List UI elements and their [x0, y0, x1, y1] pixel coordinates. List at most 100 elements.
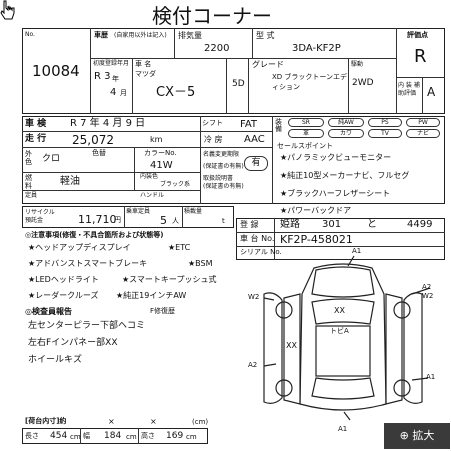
damage-mark: W2	[422, 292, 434, 300]
color-code: 41W	[150, 160, 173, 171]
color-label: 外色	[25, 150, 32, 166]
model-value: 3DA-KF2P	[292, 43, 341, 54]
lot-label: No.	[25, 31, 35, 38]
width-label: 幅	[83, 432, 90, 440]
drive-label: 駆動	[351, 61, 364, 68]
inspector-label: ◎検査員報告	[25, 307, 72, 316]
sales-point: ★ブラックハーフレザーシート	[280, 189, 391, 198]
width-value: 184	[104, 431, 122, 441]
color-sub-label: 色替	[92, 149, 106, 157]
auction-sheet: 検付コーナー No. 10084 車歴 (自家用以外は記入) 排気量 2200 …	[22, 6, 445, 448]
interior-color-label: 内装色	[140, 173, 159, 180]
height-value: 169	[166, 431, 184, 441]
registration-block	[236, 218, 445, 260]
chassis-label: 車 台 No.	[240, 234, 275, 243]
transfer-has: 有	[251, 158, 261, 168]
remark: ★LEDヘッドライト	[28, 275, 99, 284]
first-reg-label: 初度登録年月	[93, 60, 130, 67]
body-label: 車歴	[94, 31, 108, 39]
load-label: 積載量	[184, 208, 203, 215]
zoom-button[interactable]: ⊕ 拡大	[384, 423, 450, 449]
manual-note: (保証書の有無)	[203, 183, 244, 190]
car-damage-diagram	[263, 255, 431, 421]
inspector-note: F修復歴	[150, 307, 176, 315]
seats-unit: 人	[172, 217, 179, 225]
option-pw: PW	[406, 118, 440, 127]
remark: ★ETC	[168, 243, 191, 252]
transfer-note: (保証書の有無)	[203, 163, 244, 170]
cargo-unit: (cm)	[192, 418, 209, 426]
damage-mark: A2	[248, 361, 258, 369]
recycle-unit: 円	[114, 216, 121, 224]
spec-block	[22, 116, 445, 204]
page-title: 検付コーナー	[152, 4, 272, 28]
seats-value: 5	[160, 214, 167, 227]
sales-point: ★純正10型メーカーナビ、フルセグ	[280, 171, 410, 180]
remark: ★ヘッドアップディスプレイ	[28, 243, 131, 252]
damage-mark: トビA	[330, 327, 349, 335]
width-unit: cm	[126, 433, 137, 441]
cargo-x-1: ×	[108, 417, 115, 426]
car-name: CX－5	[156, 85, 196, 100]
damage-mark: XX	[334, 306, 345, 315]
chassis-number: KF2P-458021	[280, 233, 353, 246]
displacement-value: 2200	[204, 43, 230, 54]
seats-label: 乗車定員	[126, 208, 151, 215]
sales-points-label: セールスポイント	[277, 142, 333, 150]
interior-label: 内 装 補助評価	[398, 82, 420, 97]
color-value: クロ	[42, 154, 61, 164]
fuel-value: 軽油	[60, 176, 80, 187]
height-label: 高さ	[141, 432, 155, 440]
reg-year: R 3	[94, 71, 111, 82]
load-unit: t	[222, 217, 225, 225]
color-code-label: カラーNo.	[144, 149, 177, 157]
reg-month-unit: 月	[120, 89, 127, 97]
recycle-value: 11,710	[78, 213, 117, 226]
remarks-label: ◎注意事項(修復・不具合箇所および状態等)	[25, 231, 164, 239]
sales-point: ★パワーバックドア	[280, 206, 352, 215]
inspector-line: 左右Fインパネー部XX	[28, 338, 118, 348]
maker-label: 車 名	[135, 60, 152, 68]
registration-kana: と	[367, 219, 377, 230]
score-value: R	[414, 46, 427, 67]
option-ps: PS	[368, 118, 402, 127]
displacement-label: 排気量	[178, 31, 202, 40]
maker-value: マツダ	[135, 70, 156, 78]
remark: ★レーダークルーズ	[28, 291, 99, 300]
option-sr: SR	[288, 118, 324, 127]
lot-number: 10084	[32, 62, 80, 80]
transfer-has-badge: 有	[244, 156, 268, 171]
capacity-label: 定員	[25, 192, 38, 199]
mileage-value: 25,072	[72, 133, 114, 147]
zoom-label: ⊕ 拡大	[399, 429, 435, 442]
registration-number: 4499	[407, 219, 433, 230]
option-kawa: カワ	[328, 129, 364, 138]
registration-class: 301	[322, 219, 342, 230]
score-label: 評価点	[407, 31, 428, 39]
manual-label: 取扱説明書	[203, 175, 234, 182]
inspector-line: ホイールキズ	[28, 355, 83, 365]
damage-mark: XX	[286, 341, 297, 350]
damage-mark: A2	[422, 283, 432, 291]
damage-mark: W2	[248, 293, 260, 301]
interior-color-value: ブラック系	[160, 181, 191, 188]
length-label: 長さ	[25, 432, 39, 440]
remark: ★純正19インチAW	[116, 291, 187, 300]
sales-point: ★パノラミックビューモニター	[280, 153, 392, 162]
grade-value: XD ブラックトーンエディション	[272, 73, 348, 91]
recycle-label: リサイクル預託金	[25, 209, 55, 224]
cursor-hand-icon	[0, 0, 15, 20]
interior-value: A	[427, 85, 436, 99]
mileage-unit: km	[150, 135, 163, 144]
remark: ★スマートキープッシュ式	[122, 275, 217, 284]
option-aw: 純AW	[328, 118, 364, 127]
registration-label: 登 録	[240, 220, 259, 229]
mileage-label: 走 行	[25, 134, 47, 144]
shift-label: シフト	[202, 119, 223, 127]
inspection-value: R 7 年 4 月 9 日	[70, 118, 146, 129]
transfer-label: 名義変更期限	[203, 151, 240, 158]
reg-year-unit: 年	[112, 75, 119, 83]
header-block	[22, 28, 445, 114]
length-value: 454	[50, 431, 68, 441]
height-unit: cm	[186, 433, 197, 441]
